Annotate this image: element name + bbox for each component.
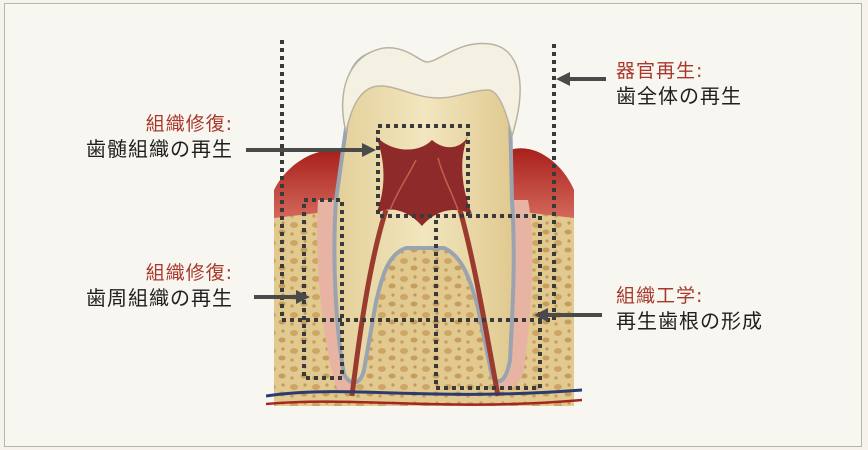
- arrow-periodontal: [254, 288, 310, 306]
- arrow-pulp: [246, 141, 376, 159]
- label-tissue-engineering: 組織工学: 再生歯根の形成: [616, 285, 763, 334]
- label-root-title: 組織工学:: [616, 285, 763, 309]
- label-pulp-desc: 歯髄組織の再生: [86, 137, 233, 162]
- arrow-root: [534, 306, 604, 324]
- label-pulp-repair: 組織修復: 歯髄組織の再生: [86, 113, 233, 162]
- label-periodontal-desc: 歯周組織の再生: [86, 286, 233, 311]
- label-periodontal-repair: 組織修復: 歯周組織の再生: [86, 262, 233, 311]
- tooth-illustration: [266, 40, 582, 416]
- arrow-organ: [556, 70, 608, 88]
- label-organ-regeneration: 器官再生: 歯全体の再生: [616, 60, 742, 109]
- label-pulp-title: 組織修復:: [86, 113, 233, 137]
- label-organ-title: 器官再生:: [616, 60, 742, 84]
- label-periodontal-title: 組織修復:: [86, 262, 233, 286]
- label-root-desc: 再生歯根の形成: [616, 309, 763, 334]
- label-organ-desc: 歯全体の再生: [616, 84, 742, 109]
